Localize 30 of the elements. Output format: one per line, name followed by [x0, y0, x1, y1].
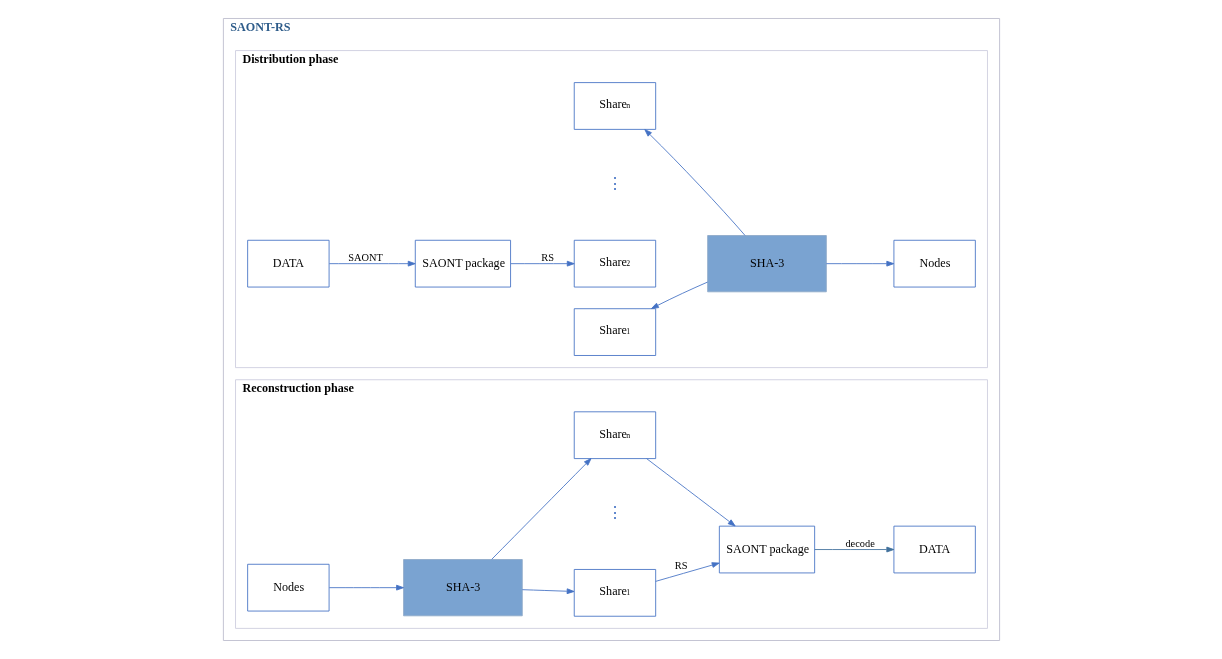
node-box: Nodes	[246, 563, 329, 612]
edge-label: decode	[844, 537, 875, 549]
label: ⋮	[606, 174, 623, 192]
arrow	[645, 458, 736, 527]
arrow	[490, 458, 591, 560]
node-box: SAONT package	[414, 239, 511, 288]
node-box: SHA-3	[706, 235, 827, 293]
node-box: Share2	[573, 239, 656, 288]
node-box: SHA-3	[402, 559, 523, 617]
arrow	[510, 260, 575, 267]
arrow	[650, 281, 708, 309]
node-box: Share1	[573, 569, 656, 617]
edge-label: SAONT	[347, 251, 383, 263]
edge-label: RS	[674, 560, 687, 572]
node-box: SAONT package	[718, 525, 815, 574]
arrow	[643, 129, 745, 236]
arrow	[328, 260, 416, 267]
node-box: Share1	[573, 308, 656, 356]
arrow	[328, 584, 404, 591]
arrow	[521, 588, 574, 595]
edge-label: RS	[540, 251, 554, 263]
label: ⋮	[606, 503, 623, 521]
arrow	[813, 546, 894, 553]
node-box: Sharen	[573, 411, 656, 459]
node-box: Nodes	[893, 239, 976, 288]
node-box: DATA	[246, 239, 329, 288]
arrow	[654, 562, 720, 582]
node-box: DATA	[893, 525, 976, 574]
node-box: Sharen	[573, 82, 656, 130]
arrow	[825, 260, 894, 267]
